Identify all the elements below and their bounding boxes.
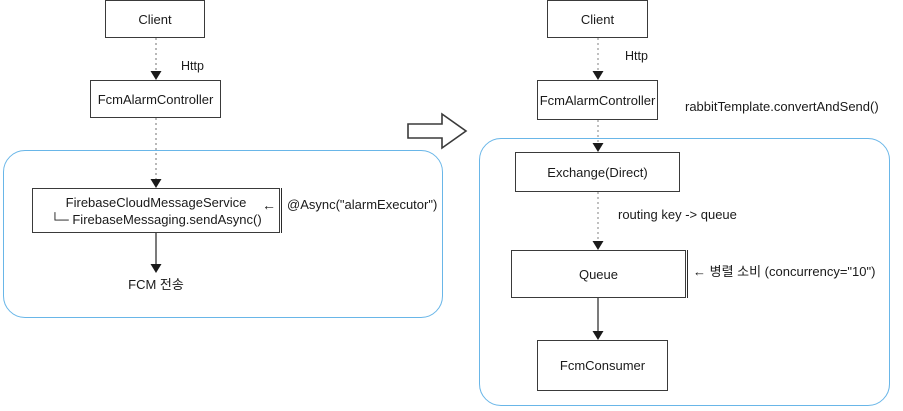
right-node-client-label: Client: [580, 11, 615, 27]
left-edge-controller-to-service: [150, 118, 162, 188]
right-node-consumer-label: FcmConsumer: [559, 358, 646, 373]
left-async-annotation-rule: [281, 188, 282, 233]
left-edge-client-to-controller: [150, 38, 162, 80]
left-async-arrow-icon: ←: [262, 197, 276, 213]
right-edge-controller-to-exchange: [592, 120, 604, 152]
left-node-service-label: FirebaseCloudMessageService: [65, 194, 247, 210]
right-edge-client-to-controller: [592, 38, 604, 80]
right-edge-label-http: Http: [625, 49, 648, 63]
left-async-group-boundary: [3, 150, 443, 318]
left-async-annotation-text: @Async("alarmExecutor"): [287, 197, 438, 212]
left-node-controller-label: FcmAlarmController: [97, 91, 214, 107]
left-node-firebase-cloud-message-service[interactable]: FirebaseCloudMessageService └─ FirebaseM…: [32, 188, 280, 233]
left-node-client[interactable]: Client: [105, 0, 205, 38]
transition-block-arrow-icon: [407, 112, 468, 150]
right-edge-label-routing-key: routing key -> queue: [618, 207, 737, 222]
left-node-client-label: Client: [138, 11, 172, 27]
right-node-fcm-consumer[interactable]: FcmConsumer: [537, 340, 668, 391]
left-edge-label-http: Http: [181, 59, 204, 73]
left-edge-label-fcm-send: FCM 전송: [128, 277, 184, 292]
left-edge-service-to-fcm: [150, 233, 162, 273]
right-node-queue[interactable]: Queue: [511, 250, 686, 298]
right-node-fcm-alarm-controller[interactable]: FcmAlarmController: [537, 80, 658, 120]
right-annotation-rabbit-template: rabbitTemplate.convertAndSend(): [685, 99, 879, 114]
right-node-controller-label: FcmAlarmController: [539, 92, 656, 108]
right-node-queue-label: Queue: [578, 266, 619, 282]
left-node-fcm-alarm-controller[interactable]: FcmAlarmController: [90, 80, 221, 118]
right-edge-exchange-to-queue: [592, 192, 604, 250]
right-rabbitmq-group-boundary: [479, 138, 890, 406]
right-concurrency-annotation-rule: [687, 250, 688, 298]
left-node-service-sublabel: └─ FirebaseMessaging.sendAsync(): [50, 211, 262, 227]
right-annotation-concurrency: ← 병렬 소비 (concurrency="10"): [693, 264, 876, 279]
right-node-exchange[interactable]: Exchange(Direct): [515, 152, 680, 192]
right-edge-queue-to-consumer: [592, 298, 604, 340]
right-node-exchange-label: Exchange(Direct): [547, 164, 648, 180]
right-node-client[interactable]: Client: [547, 0, 648, 38]
